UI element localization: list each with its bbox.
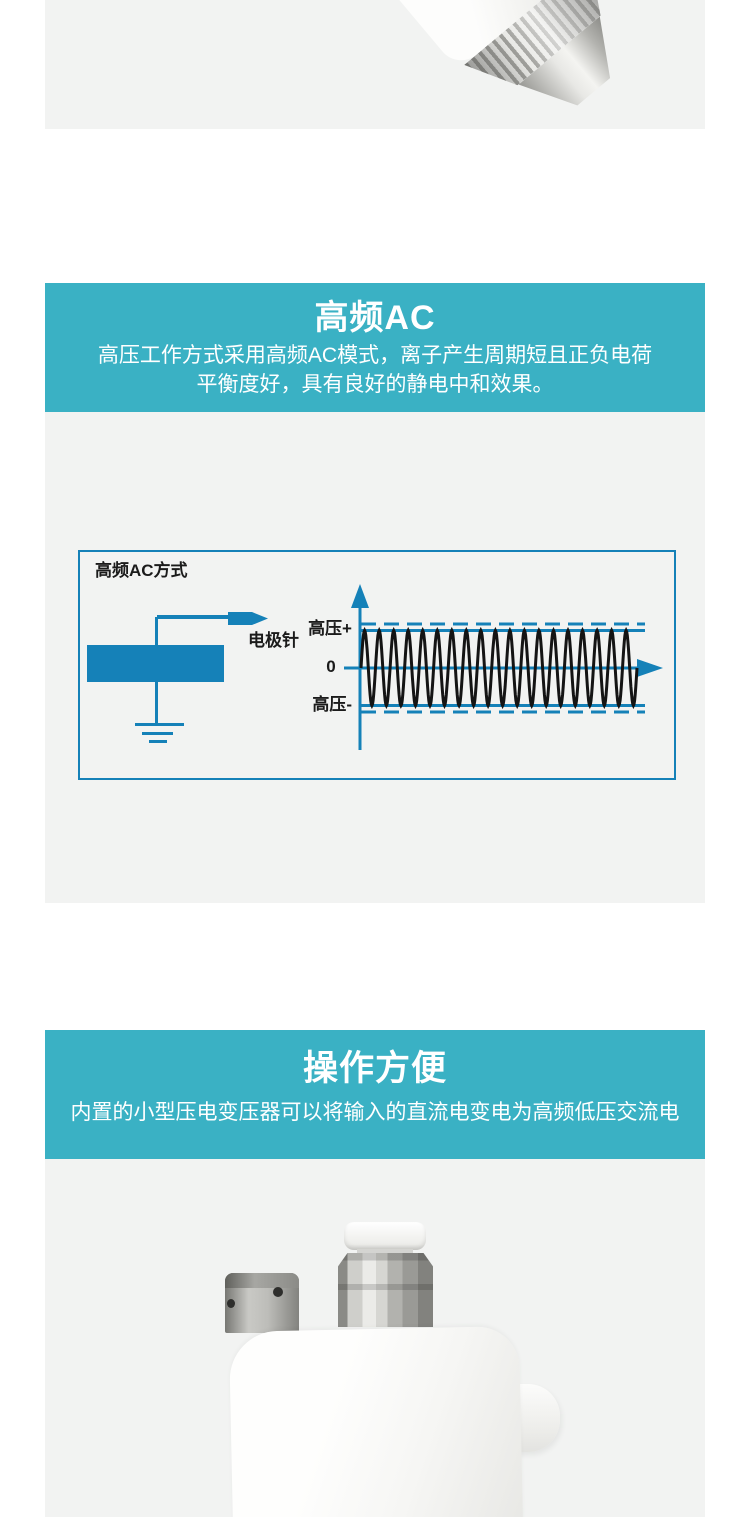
bottom-product-photo	[45, 1159, 705, 1517]
diagram-box	[78, 550, 676, 780]
wire-vertical-up	[155, 617, 158, 645]
ac-mode-diagram-section: 高频AC方式 电极针 高压+ 0 高压-	[45, 412, 705, 903]
y-axis-label-positive: 高压+	[308, 619, 352, 638]
banner1-title: 高频AC	[314, 299, 436, 337]
connector-hole	[227, 1299, 235, 1308]
hv-generator-block	[87, 645, 224, 682]
wire-horizontal	[157, 615, 228, 619]
electrode-label: 电极针	[248, 631, 299, 650]
banner1-line1: 高压工作方式采用高频AC模式，离子产生周期短且正负电荷	[97, 344, 653, 367]
ground-icon	[135, 723, 184, 726]
banner1-line2: 平衡度好，具有良好的静电中和效果。	[196, 373, 554, 396]
y-axis-label-negative: 高压-	[312, 695, 352, 714]
air-fitting-release-collar	[344, 1222, 426, 1250]
electrode-needle-icon	[228, 612, 268, 625]
banner2-line1: 内置的小型压电变压器可以将输入的直流电变电为高频低压交流电	[70, 1101, 680, 1124]
diagram-title: 高频AC方式	[95, 561, 188, 580]
y-axis-label-zero: 0	[326, 657, 336, 676]
feature-banner-high-frequency-ac: 高频AC 高压工作方式采用高频AC模式，离子产生周期短且正负电荷 平衡度好，具有…	[45, 283, 705, 412]
top-product-photo	[45, 0, 705, 129]
ground-icon	[149, 740, 167, 743]
wire-vertical-down	[155, 682, 158, 723]
ion-nozzle-image	[334, 0, 666, 129]
ground-icon	[142, 732, 173, 735]
hv-cable-connector	[225, 1273, 299, 1333]
connector-hole	[273, 1287, 283, 1297]
banner2-title: 操作方便	[302, 1049, 447, 1088]
air-fitting-hex-nut	[338, 1253, 433, 1327]
device-body	[228, 1325, 524, 1517]
feature-banner-easy-operation: 操作方便 内置的小型压电变压器可以将输入的直流电变电为高频低压交流电	[45, 1030, 705, 1159]
